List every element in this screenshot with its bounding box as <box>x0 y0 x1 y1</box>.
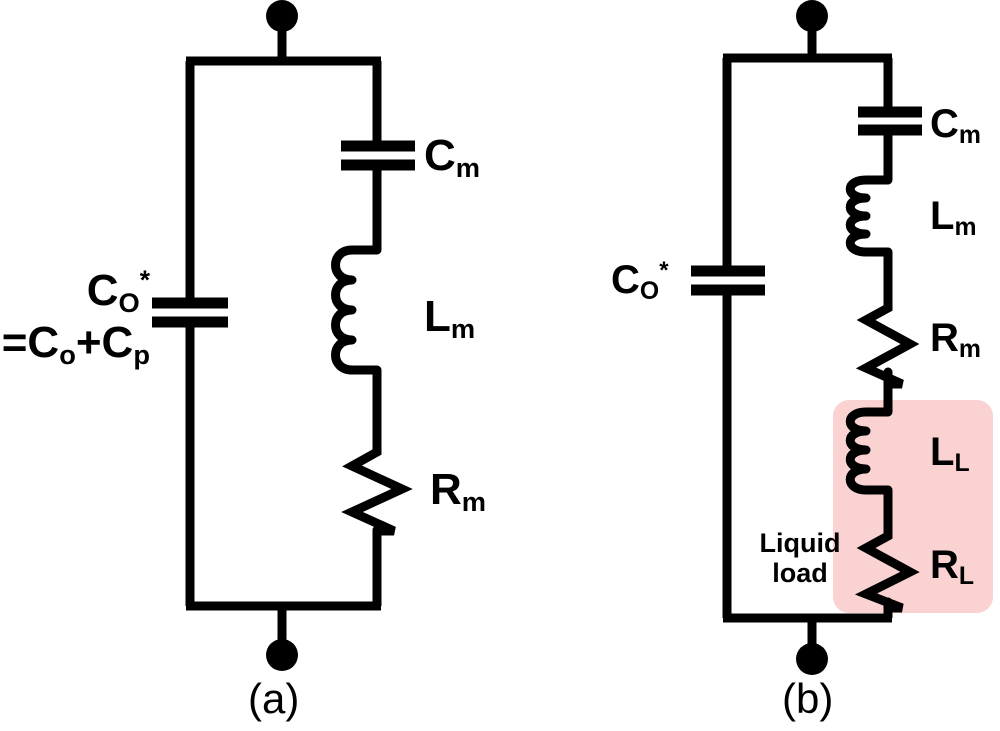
panel-a-co-star-line1: CO* <box>86 264 150 319</box>
panel-a-inductor-lm <box>331 245 382 377</box>
panel-a-top-terminal-node <box>266 0 298 32</box>
panel-b-circuit <box>722 22 893 652</box>
panel-a-co-star-line2: =Co+Cp <box>1 317 150 370</box>
panel-a-label-rm: Rm <box>430 465 487 518</box>
panel-a-resistor-rm <box>341 438 413 536</box>
panel-a-capacitor-co-star <box>152 297 228 328</box>
panel-a-circuit <box>185 22 382 648</box>
panel-b-label-rl: RL <box>930 543 975 591</box>
liquid-load-line-1: Liquid <box>759 528 841 558</box>
panel-b-label-cm: Cm <box>930 102 981 150</box>
liquid-load-line-2: load <box>772 558 828 589</box>
panel-b-resistor-rm <box>855 295 920 389</box>
panel-b-capacitor-co-star <box>691 265 765 296</box>
panel-b-label-rm: Rm <box>930 316 981 364</box>
panel-a-bottom-terminal-node <box>266 639 298 671</box>
panel-b-inductor-ll <box>845 407 893 495</box>
panel-a-capacitor-cm <box>341 140 415 171</box>
panel-b-label-lm: Lm <box>930 194 977 242</box>
panel-b-label-co-star: CO* <box>611 257 669 306</box>
liquid-load-highlight-region <box>833 400 993 613</box>
panel-b-inductor-lm <box>845 175 893 257</box>
panel-a-label-lm: Lm <box>424 292 476 345</box>
panel-b-bottom-terminal-node <box>796 643 828 675</box>
panel-b-caption: (b) <box>782 675 834 722</box>
panel-b-label-liquid-load: Liquid load <box>744 528 856 588</box>
panel-b-label-ll: LL <box>930 430 970 478</box>
panel-a-label-co-star: CO* =Co+Cp <box>0 264 150 370</box>
panel-b-top-terminal-node <box>796 0 828 32</box>
panel-b-capacitor-cm <box>858 106 922 136</box>
panel-a-caption: (a) <box>248 675 300 722</box>
panel-b-resistor-rl <box>854 523 920 613</box>
panel-a-label-cm: Cm <box>424 131 481 184</box>
